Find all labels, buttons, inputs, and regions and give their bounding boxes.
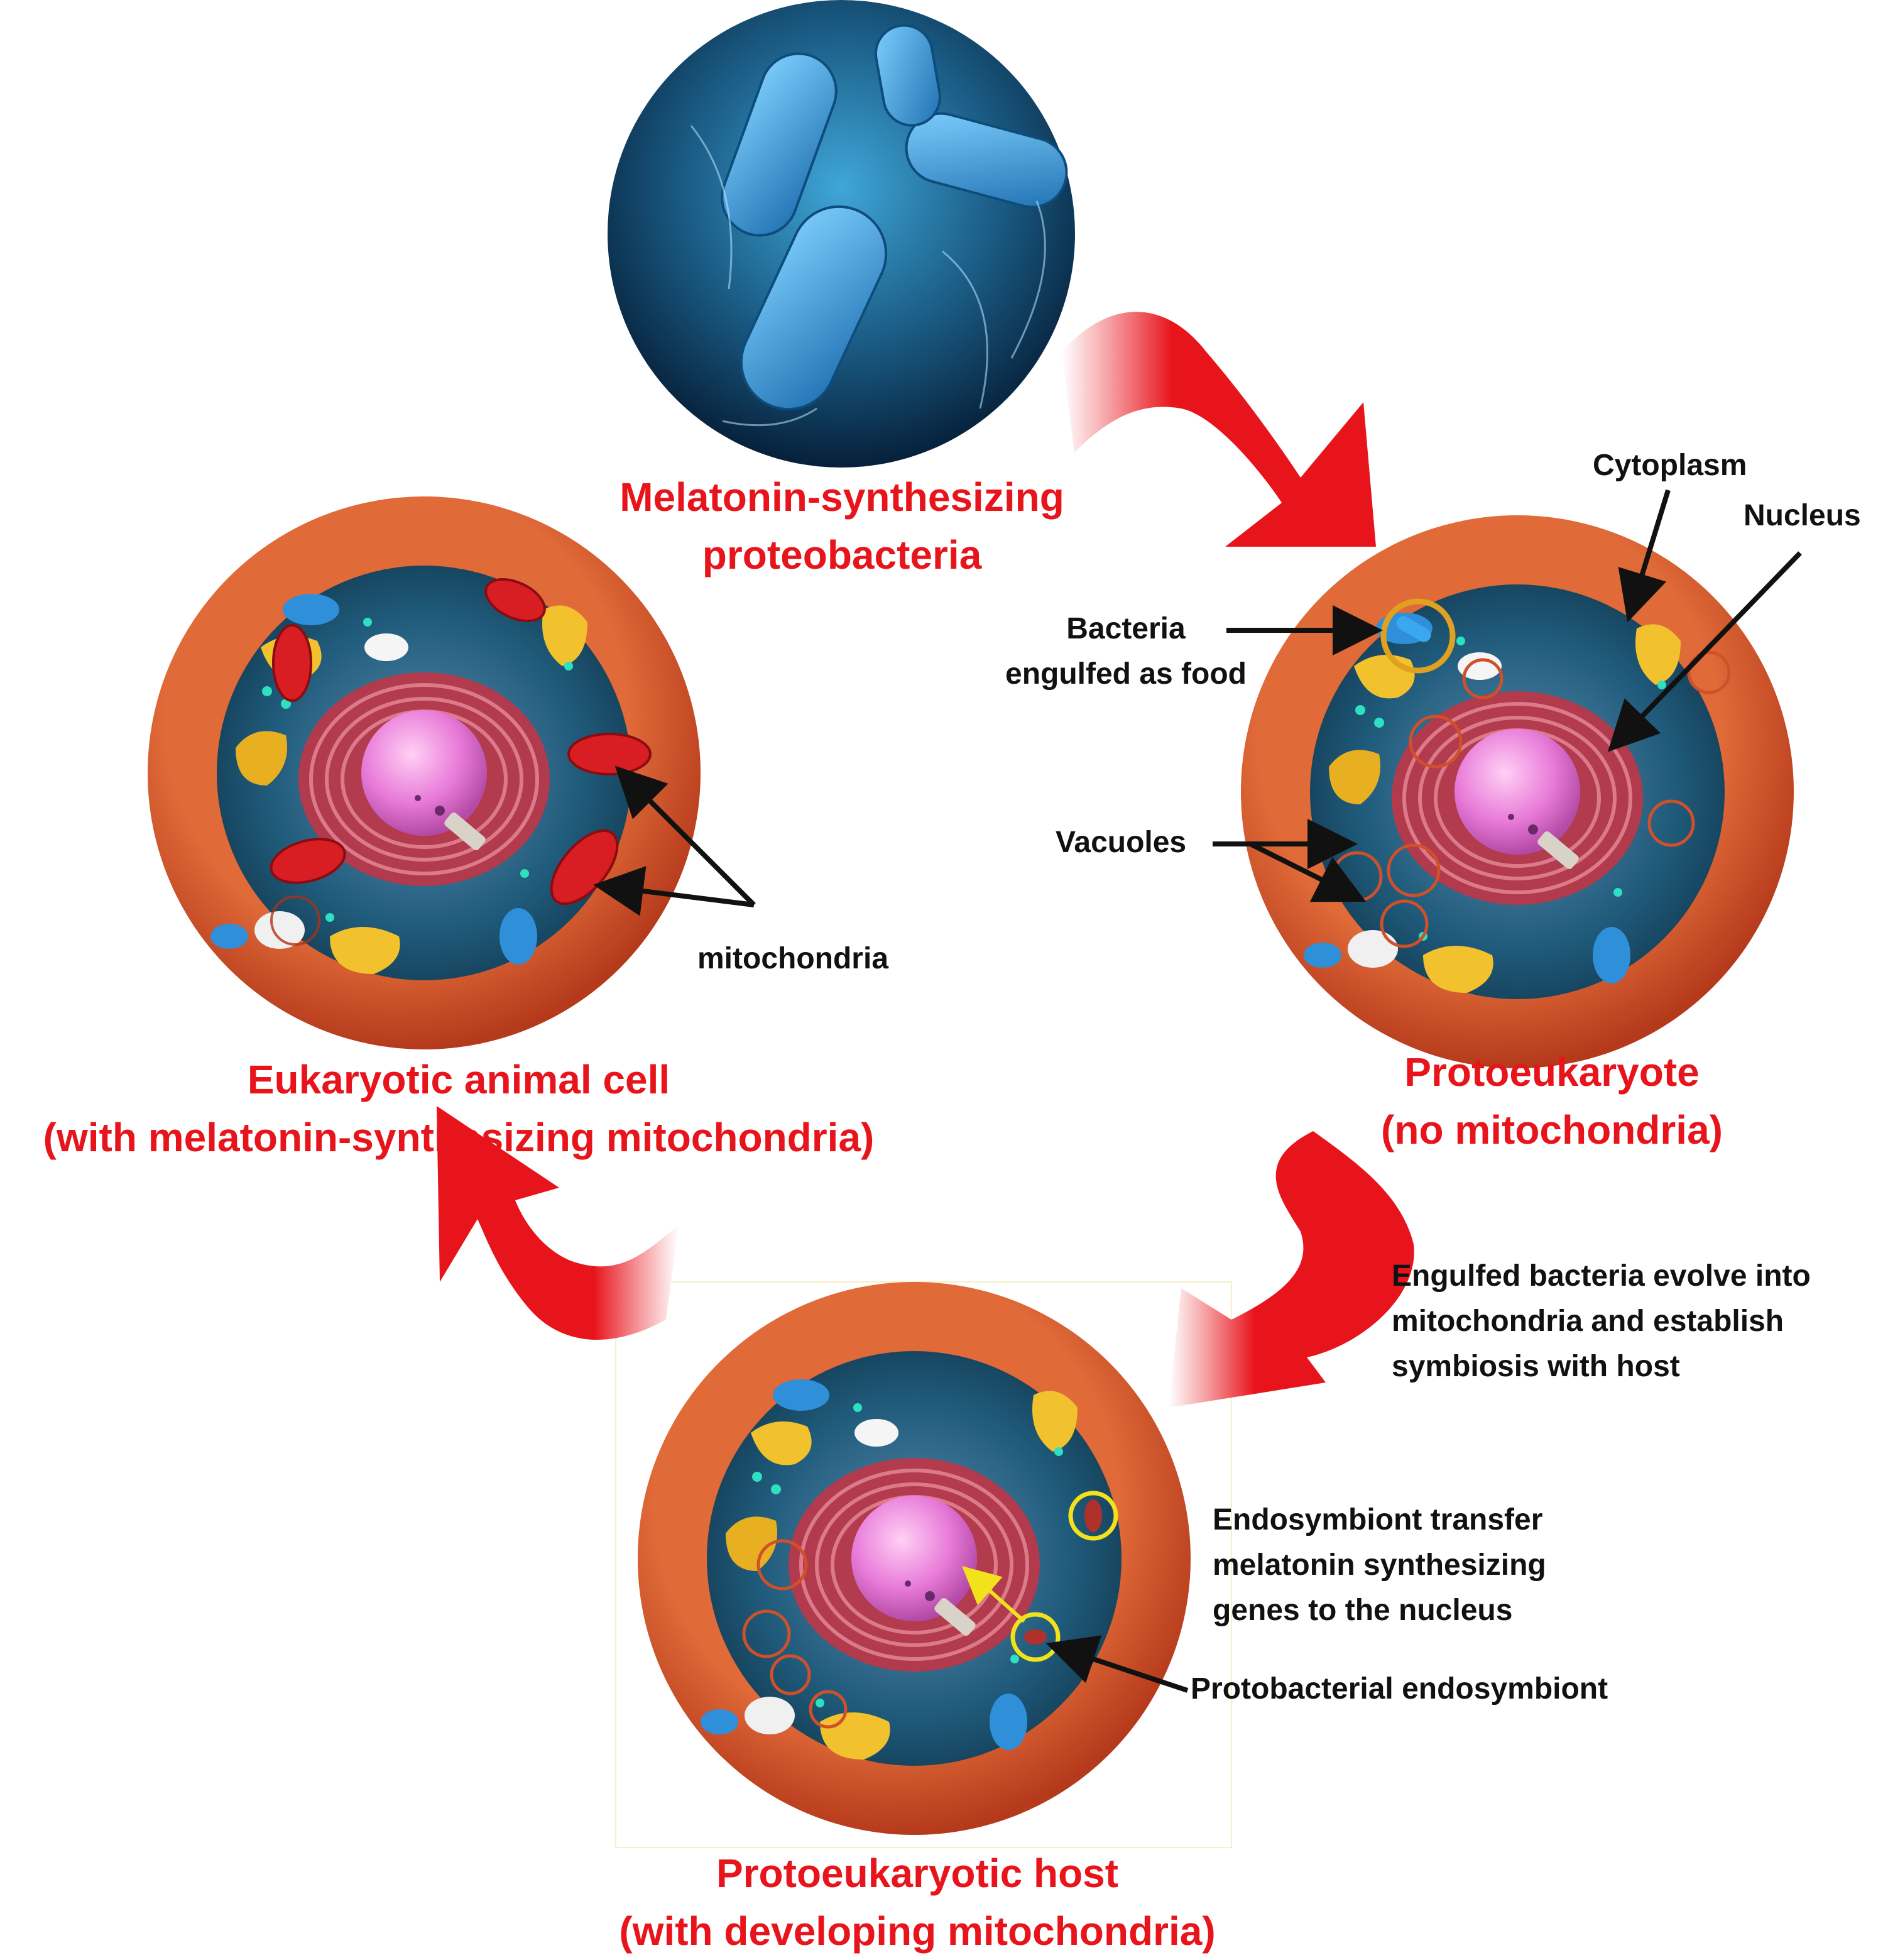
eukaryotic-cell (148, 496, 701, 1049)
evolve-note-line1: Engulfed bacteria evolve into (1392, 1259, 1811, 1293)
arrow-protoeukaryote-to-host (1169, 1131, 1414, 1408)
protoeukaryote-title-line1: Protoeukaryote (1404, 1049, 1700, 1095)
mitochondrion (272, 624, 312, 702)
proteobacteria-image (608, 0, 1075, 468)
gene-transfer-line1: Endosymbiont transfer (1213, 1503, 1543, 1536)
host-title-line1: Protoeukaryotic host (716, 1851, 1119, 1896)
gene-transfer-label: Endosymbiont transfer melatonin synthesi… (1213, 1497, 1546, 1633)
mitochondrion (270, 838, 346, 884)
engulfed-bacterium (1396, 616, 1431, 642)
mitochondria-pointer-2 (593, 866, 755, 916)
vacuoles-label: Vacuoles (1056, 826, 1187, 859)
eukaryote-title: Eukaryotic animal cell (with melatonin-s… (6, 1051, 911, 1166)
gene-transfer-arrow (962, 1566, 1025, 1623)
eukaryote-title-line2: (with melatonin-synthesizing mitochondri… (43, 1115, 875, 1160)
bacteria-engulfed-line1: Bacteria (1066, 612, 1186, 645)
evolve-note-line2: mitochondria and establish (1392, 1305, 1784, 1338)
bacteria-title: Melatonin-synthesizing proteobacteria (565, 468, 1118, 584)
protoeukaryote-title-line2: (no mitochondria) (1381, 1107, 1723, 1152)
nucleus-label: Nucleus (1744, 499, 1861, 532)
mitochondrion (567, 733, 652, 775)
mitochondria-label: mitochondria (697, 942, 889, 975)
bacteria-engulfed-label: Bacteria engulfed as food (1005, 606, 1247, 697)
protoeukaryotic-host-cell (615, 1282, 1232, 1848)
eukaryote-title-line1: Eukaryotic animal cell (247, 1057, 670, 1102)
vacuole-pointer-2 (1249, 841, 1367, 902)
bacteria-title-line1: Melatonin-synthesizing (619, 474, 1064, 520)
arrow-bacteria-to-protoeukaryote (1062, 312, 1376, 547)
developing-mitochondrion-highlight (1068, 1491, 1118, 1541)
mitochondria-pointer-1 (614, 765, 756, 907)
gene-transfer-line2: melatonin synthesizing (1213, 1548, 1546, 1582)
endosymbiont-label: Protobacterial endosymbiont (1191, 1672, 1608, 1705)
cytoplasm-label: Cytoplasm (1593, 449, 1747, 482)
evolve-note: Engulfed bacteria evolve into mitochondr… (1392, 1254, 1811, 1389)
protoeukaryote-cell (1241, 515, 1794, 1068)
protoeukaryote-title: Protoeukaryote (no mitochondria) (1294, 1043, 1809, 1159)
evolve-note-line3: symbiosis with host (1392, 1350, 1680, 1383)
host-title-line2: (with developing mitochondria) (619, 1908, 1216, 1954)
gene-transfer-line3: genes to the nucleus (1213, 1594, 1513, 1627)
bacteria-title-line2: proteobacteria (702, 532, 982, 578)
endosymbiont-pointer (1045, 1635, 1189, 1693)
bacteria-engulfed-line2: engulfed as food (1005, 657, 1247, 691)
cycle-arrows (437, 312, 1414, 1408)
arrow-host-to-eukaryote (437, 1106, 679, 1340)
host-title: Protoeukaryotic host (with developing mi… (521, 1844, 1313, 1960)
nucleus-pointer (1607, 551, 1802, 752)
engulfed-bacteria-highlight (1380, 598, 1456, 674)
mitochondrion (484, 578, 546, 623)
cytoplasm-pointer (1618, 489, 1671, 623)
pointer-arrows (593, 489, 1802, 1693)
